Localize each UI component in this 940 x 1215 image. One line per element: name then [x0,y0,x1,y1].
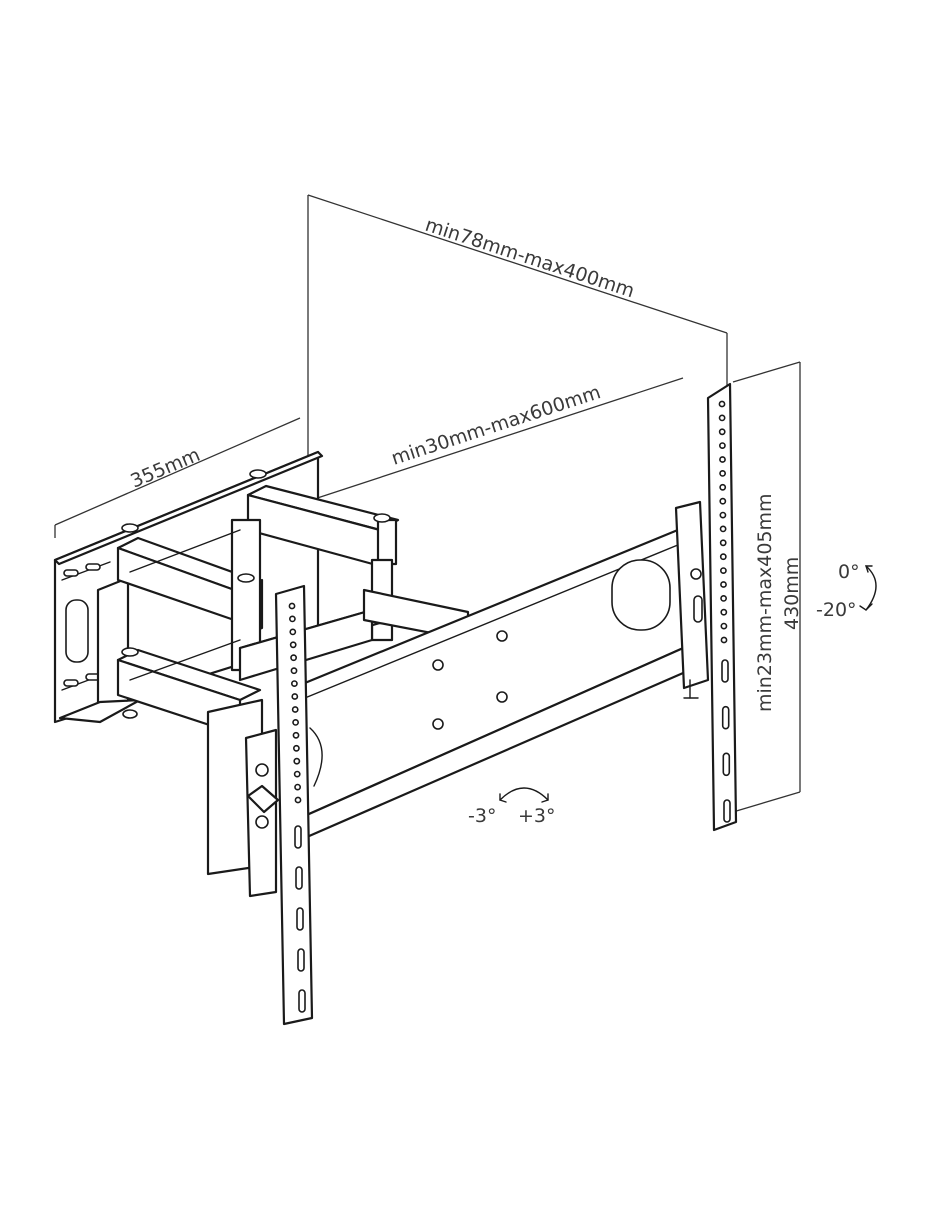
swivel-left-label: -3° [468,805,496,827]
tilt-down-label: -20° [816,599,857,621]
tilt-arrow-icon [865,565,877,611]
bracket-hole [719,469,726,477]
bracket-hole [720,581,727,588]
bracket-hole [720,622,728,630]
tilt-up-label: 0° [838,561,860,583]
bracket-hole [289,628,297,636]
bracket-hole [290,654,297,662]
bracket-hole [288,615,296,623]
bracket-hole [719,456,726,463]
bracket-hole [292,744,300,752]
vertical-tv-brackets [274,382,738,1026]
bracket-hole [719,497,727,505]
arm-length-label: 355mm [127,444,203,493]
bracket-hole [291,706,299,713]
bracket-slot [297,948,305,972]
bracket-hole [720,608,728,616]
bracket-hole [288,602,296,610]
bracket-hole [718,414,726,422]
bracket-slot [723,799,731,823]
swivel-level-indicator: -3° +3° [468,787,556,827]
bracket-hole [294,796,302,804]
bracket-hole [291,693,299,700]
bracket-slot [296,907,304,931]
bracket-hole [292,719,299,726]
bracket-slot [721,705,730,730]
swivel-arrow-icon [499,787,549,801]
swivel-right-label: +3° [518,805,556,827]
bracket-hole [719,483,727,491]
bracket-slot [298,989,306,1013]
bracket-hole [294,783,301,791]
bracket-hole [718,400,726,408]
bracket-hole [719,539,727,547]
bracket-hole [290,680,298,687]
bracket-hole [719,525,727,533]
vertical-adjust-label: min23mm-max405mm [754,493,776,712]
bracket-hole [719,553,727,561]
bracket-hole [718,428,726,436]
bracket-slot [294,825,302,849]
bracket-hole [289,641,297,649]
bracket-hole [720,595,727,602]
bracket-hole [720,567,727,574]
bracket-hole [719,442,726,449]
wall-plate-spacing-label: min78mm-max400mm [422,214,637,302]
bracket-slot [721,659,729,683]
bracket-hole [292,731,300,739]
bracket-hole [293,757,301,765]
bracket-height-label: 430mm [781,557,803,630]
bracket-hole [719,511,727,519]
articulating-arms [116,469,470,737]
bracket-slot [722,752,731,777]
bracket-hole [293,770,301,778]
tv-rail [206,500,710,898]
bracket-slot [295,866,303,890]
bracket-hole [290,667,298,675]
extension-label: min30mm-max600mm [389,381,604,469]
tilt-indicator: 0° -20° [816,561,877,621]
bracket-hole [720,636,728,644]
